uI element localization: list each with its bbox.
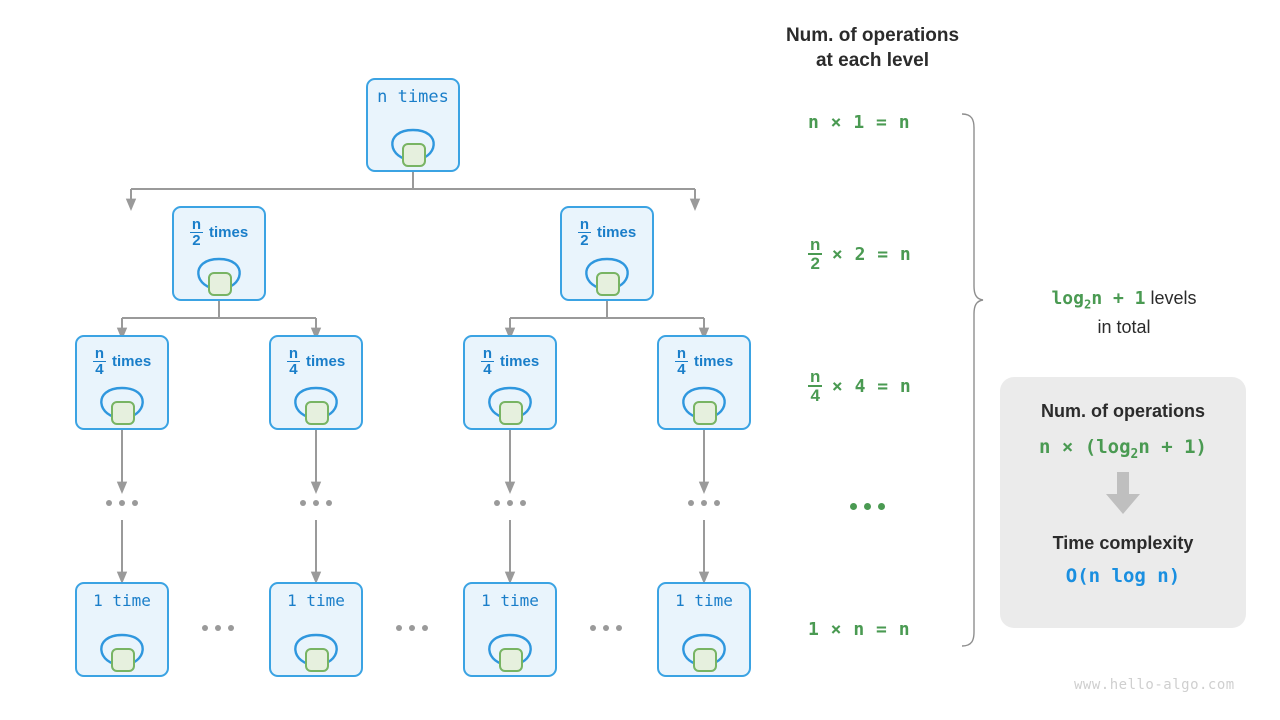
levels-line-2: in total [1097, 317, 1151, 338]
loop-icon [279, 625, 353, 678]
node-label: n 4 times [675, 345, 734, 379]
node-label: n 2 times [578, 216, 637, 250]
node-label: n 4 times [287, 345, 346, 379]
operations-row-ellipsis [850, 503, 885, 510]
operations-row-3: n 4 × 4 = n [808, 368, 911, 405]
levels-formula: log2n + 1 [1051, 288, 1146, 312]
operations-row-last: 1 × n = n [808, 619, 910, 640]
card-operations-heading: Num. of operations [1040, 401, 1205, 421]
node-label: n 4 times [481, 345, 540, 379]
loop-icon [85, 625, 159, 678]
operations-column-heading: Num. of operations at each level [760, 23, 985, 73]
fraction: n 4 [93, 345, 106, 379]
card-complexity-heading: Time complexity [1052, 532, 1194, 553]
tree-node-level4-0: 1 time [75, 582, 169, 677]
heading-line-2: at each level [815, 50, 930, 72]
card-complexity-value: O(n log n) [1065, 564, 1181, 587]
tree-node-level4-3: 1 time [657, 582, 751, 677]
tree-node-level2-1: n 2 times [560, 206, 654, 301]
fraction: n 4 [808, 367, 823, 406]
node-label: 1 time [287, 591, 345, 610]
node-label: n times [377, 87, 449, 107]
fraction: n 2 [190, 216, 203, 250]
node-label: 1 time [675, 591, 733, 610]
vertical-ellipsis-0 [106, 500, 138, 506]
tree-node-level4-1: 1 time [269, 582, 363, 677]
fraction: n 4 [287, 345, 300, 379]
operations-row-1: n × 1 = n [808, 112, 910, 133]
tree-node-level1-0: n times [366, 78, 460, 172]
tree-node-level4-2: 1 time [463, 582, 557, 677]
loop-icon [279, 378, 353, 431]
equation-text: 1 × n = n [808, 619, 911, 640]
node-label: n 4 times [93, 345, 152, 379]
horizontal-ellipsis-0 [202, 625, 234, 631]
tree-node-level2-0: n 2 times [172, 206, 266, 301]
levels-total-note: log2n + 1 levels in total [1010, 285, 1238, 340]
vertical-ellipsis-3 [688, 500, 720, 506]
equation-text: × 4 = n [831, 375, 912, 397]
tree-node-level3-1: n 4 times [269, 335, 363, 430]
levels-suffix: levels [1150, 288, 1197, 308]
horizontal-ellipsis-1 [396, 625, 428, 631]
loop-icon [376, 120, 450, 173]
fraction: n 2 [578, 216, 591, 250]
vertical-ellipsis-1 [300, 500, 332, 506]
loop-icon [473, 625, 547, 678]
fraction: n 4 [675, 345, 688, 379]
node-label: 1 time [481, 591, 539, 610]
fraction: n 4 [481, 345, 494, 379]
heading-line-1: Num. of operations [785, 25, 960, 46]
tree-node-level3-0: n 4 times [75, 335, 169, 430]
levels-formula-line: log2n + 1 levels [1010, 285, 1238, 314]
site-watermark: www.hello-algo.com [1074, 677, 1235, 693]
loop-icon [667, 378, 741, 431]
tree-node-level3-3: n 4 times [657, 335, 751, 430]
node-label: 1 time [93, 591, 151, 610]
loop-icon [473, 378, 547, 431]
summary-card: Num. of operations n × (log2n + 1) Time … [1000, 377, 1246, 628]
tree-node-level3-2: n 4 times [463, 335, 557, 430]
loop-icon [85, 378, 159, 431]
node-label: n 2 times [190, 216, 249, 250]
card-operations-formula: n × (log2n + 1) [1039, 436, 1207, 462]
loop-icon [182, 249, 256, 302]
horizontal-ellipsis-2 [590, 625, 622, 631]
fraction: n 2 [808, 235, 823, 274]
loop-icon [570, 249, 644, 302]
brace-path [961, 113, 984, 647]
vertical-ellipsis-2 [494, 500, 526, 506]
operations-row-2: n 2 × 2 = n [808, 236, 911, 273]
equation-text: n × 1 = n [808, 112, 911, 133]
equation-text: × 2 = n [831, 243, 912, 265]
loop-icon [667, 625, 741, 678]
down-block-arrow-icon [1103, 471, 1143, 521]
